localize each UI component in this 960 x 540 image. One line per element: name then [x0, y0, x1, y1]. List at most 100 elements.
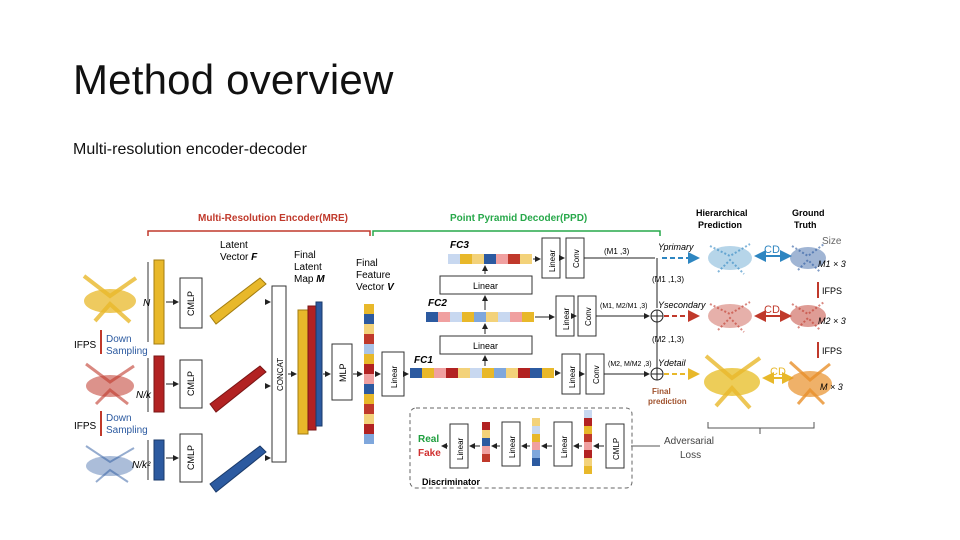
ifps-label-2: IFPS: [74, 421, 97, 432]
size-label: Size: [822, 236, 842, 247]
mlp-box: MLP: [331, 343, 353, 401]
cmlp-box-1: CMLP: [179, 277, 203, 329]
concat-box: CONCAT: [271, 285, 287, 463]
fc3-head: Linear Conv: [533, 237, 585, 279]
svg-text:CMLP: CMLP: [186, 445, 196, 470]
svg-text:MLP: MLP: [338, 363, 348, 382]
svg-text:CMLP: CMLP: [186, 371, 196, 396]
fc2-label: FC2: [428, 298, 447, 309]
input-cloud-n-k: [85, 362, 135, 406]
disc-vector-2: [532, 418, 540, 466]
cmlp-box-3: CMLP: [179, 433, 203, 483]
dim-m2-1-3: (M2 ,1,3): [652, 335, 684, 344]
method-diagram: Multi-Resolution Encoder(MRE) Point Pyra…: [74, 208, 846, 493]
svg-text:Linear: Linear: [473, 341, 498, 351]
svg-text:Conv: Conv: [572, 249, 581, 268]
svg-text:Conv: Conv: [592, 365, 601, 384]
svg-text:CMLP: CMLP: [612, 438, 621, 460]
res-n-label: N: [143, 298, 151, 309]
res-n-k2-label: N/k²: [132, 460, 151, 471]
slide-title: Method overview: [73, 56, 394, 103]
svg-text:Linear: Linear: [568, 365, 577, 388]
final-latent-map: [297, 301, 323, 435]
gt-size-m: M × 3: [820, 382, 843, 392]
gt-cloud-m2: [790, 301, 826, 331]
ifps-gt-1: IFPS: [822, 286, 842, 296]
svg-text:Conv: Conv: [584, 307, 593, 326]
fc2-vector: [426, 312, 534, 322]
ifps-gt-2: IFPS: [822, 346, 842, 356]
latent-vector-red: [209, 365, 267, 413]
discriminator-box: [409, 407, 633, 489]
ppd-bracket: [372, 230, 661, 236]
linear-box-v: Linear: [381, 351, 405, 397]
prediction-cloud-primary: [708, 243, 752, 275]
input-cloud-n: [82, 274, 138, 324]
real-label: Real: [418, 434, 439, 445]
dim-secondary: (M1, M2/M1 ,3): [600, 303, 647, 310]
svg-text:CMLP: CMLP: [186, 291, 196, 316]
fc1-label: FC1: [414, 355, 433, 366]
cmlp-box-2: CMLP: [179, 359, 203, 409]
dim-detail: (M2, M/M2 ,3): [608, 361, 652, 368]
cd-detail: CD: [762, 366, 794, 384]
gt-size-m1: M1 × 3: [818, 259, 846, 269]
fc2-head: Linear Conv: [535, 295, 597, 337]
cd-secondary: CD: [754, 304, 792, 322]
fc1-vector: [410, 368, 554, 378]
y-secondary-label: Ysecondary: [658, 300, 706, 310]
adversarial-bracket: [707, 422, 815, 434]
disc-linear-2: Linear: [501, 421, 521, 467]
fc3-vector: [448, 254, 532, 264]
disc-vector-1: [482, 422, 490, 462]
discriminator-label: Discriminator: [422, 477, 481, 487]
input-bar-n-k2: [153, 439, 165, 481]
prediction-cloud-detail: [704, 354, 762, 410]
svg-text:CD: CD: [764, 244, 780, 256]
svg-text:Linear: Linear: [548, 249, 557, 272]
input-cloud-n-k2: [85, 445, 135, 483]
svg-text:CONCAT: CONCAT: [276, 358, 285, 391]
linear-box-fc1-fc2: Linear: [439, 335, 533, 355]
svg-text:Linear: Linear: [560, 435, 569, 458]
svg-text:Linear: Linear: [456, 437, 465, 460]
svg-text:Linear: Linear: [473, 281, 498, 291]
latent-vector-yellow: [209, 277, 267, 325]
fc3-label: FC3: [450, 240, 469, 251]
mre-bracket: [147, 230, 371, 236]
dim-primary: (M1 ,3): [604, 247, 630, 256]
fc1-head: Linear Conv: [555, 353, 605, 395]
svg-text:Linear: Linear: [562, 307, 571, 330]
final-feature-vector: [364, 304, 374, 444]
input-bar-n: [153, 259, 165, 345]
linear-box-fc2-fc3: Linear: [439, 275, 533, 295]
gt-size-m2: M2 × 3: [818, 316, 846, 326]
mre-label: Multi-Resolution Encoder(MRE): [198, 213, 348, 224]
latent-vector-blue: [209, 445, 267, 493]
ppd-label: Point Pyramid Decoder(PPD): [450, 213, 587, 224]
ifps-label-1: IFPS: [74, 340, 97, 351]
y-detail-label: Ydetail: [658, 358, 687, 368]
gt-cloud-m: [788, 360, 832, 406]
disc-linear-3: Linear: [553, 421, 573, 467]
svg-text:Linear: Linear: [390, 365, 399, 388]
slide-subtitle: Multi-resolution encoder-decoder: [73, 141, 307, 158]
cd-primary: CD: [754, 244, 792, 262]
input-bar-n-k: [153, 355, 165, 413]
disc-vector-3: [584, 410, 592, 474]
dim-m1-1-3: (M1 ,1,3): [652, 275, 684, 284]
y-primary-label: Yprimary: [658, 242, 694, 252]
fake-label: Fake: [418, 448, 441, 459]
res-n-k-label: N/k: [136, 390, 152, 401]
svg-text:CD: CD: [770, 366, 786, 378]
disc-cmlp: CMLP: [605, 423, 625, 469]
